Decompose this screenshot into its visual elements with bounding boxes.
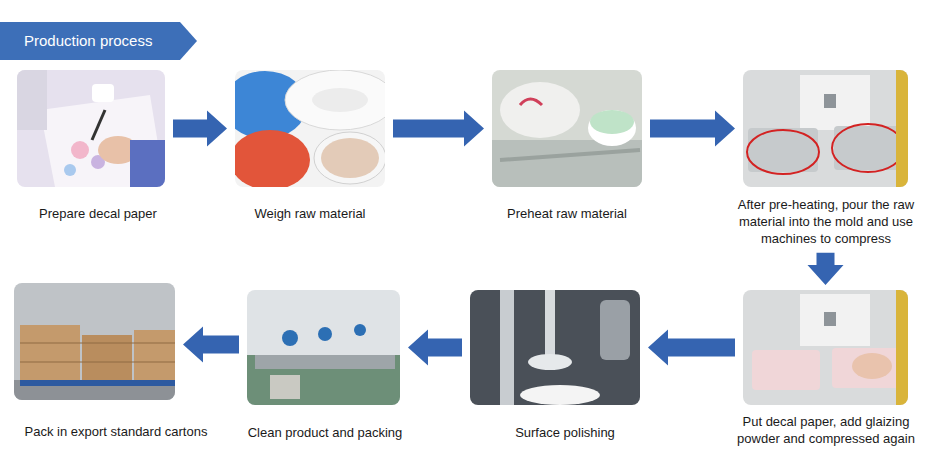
- plate: [285, 70, 385, 130]
- step-caption: Weigh raw material: [225, 206, 395, 223]
- switch: [824, 312, 836, 326]
- photo-ground: [17, 70, 47, 130]
- mold: [748, 128, 818, 172]
- photo-ground: [743, 290, 908, 405]
- flow-arrow: [173, 111, 227, 147]
- machine-panel: [800, 294, 870, 346]
- caption-block: Pack in export standard cartons: [6, 424, 226, 441]
- worker: [354, 324, 366, 336]
- caption-block: Preheat raw material: [482, 206, 652, 223]
- flow-arrow: [393, 111, 484, 147]
- white-powder: [312, 88, 368, 112]
- caption-block: Put decal paper, add glaizing powder and…: [726, 414, 926, 448]
- machine-base: [492, 140, 642, 187]
- process-step: Put decal paper, add glaizing powder and…: [743, 290, 908, 405]
- step-caption: Prepare decal paper: [8, 206, 188, 223]
- carton-stack: [82, 335, 132, 380]
- carton-line: [20, 343, 175, 344]
- carton-stack: [134, 330, 175, 380]
- photo-ground: [470, 290, 640, 405]
- box: [270, 375, 300, 399]
- decal-flower: [71, 141, 89, 159]
- process-step: Surface polishing: [470, 290, 640, 405]
- hand: [852, 353, 892, 379]
- machine-panel: [800, 75, 870, 130]
- mold: [834, 126, 904, 170]
- switch: [824, 94, 836, 108]
- machine-post: [896, 290, 908, 405]
- caption-block: Prepare decal paper: [8, 206, 188, 223]
- step-caption: Clean product and packing: [235, 425, 415, 442]
- flow-arrow: [408, 330, 462, 366]
- title-text: Production process: [24, 31, 152, 51]
- process-step: After pre-heating, pour the raw material…: [743, 70, 908, 187]
- mold-photo: [743, 70, 908, 187]
- polished-piece: [520, 385, 600, 405]
- carton-stack: [20, 325, 80, 380]
- step-caption: Surface polishing: [480, 425, 650, 442]
- mold-decal: [832, 348, 900, 388]
- floor: [14, 380, 175, 400]
- conveyor: [255, 355, 395, 369]
- beige-powder: [321, 138, 379, 178]
- carton-line: [20, 362, 175, 363]
- step-caption: Preheat raw material: [482, 206, 652, 223]
- warehouse-photo: [14, 283, 175, 400]
- step-caption: Pack in export standard cartons: [6, 424, 226, 441]
- process-step: Weigh raw material: [235, 70, 385, 187]
- caption-block: Weigh raw material: [225, 206, 395, 223]
- photo-ground: [247, 290, 400, 405]
- step-caption: After pre-heating, pour the raw material…: [728, 197, 924, 248]
- caption-block: Surface polishing: [480, 425, 650, 442]
- machine-rail: [500, 150, 640, 160]
- mold-decal: [752, 350, 820, 390]
- red-powder: [235, 130, 310, 187]
- process-step: Preheat raw material: [492, 70, 642, 187]
- step-caption: Put decal paper, add glaizing powder and…: [726, 414, 926, 448]
- tub-lid: [590, 110, 634, 134]
- bowl: [314, 132, 385, 184]
- flow-arrow: [808, 253, 844, 285]
- flow-arrow: [650, 111, 735, 147]
- machine-post: [896, 70, 908, 187]
- worker: [282, 330, 298, 346]
- worker: [318, 327, 332, 341]
- highlight-circle: [747, 130, 819, 174]
- highlight-circle: [832, 124, 904, 172]
- machine-column: [500, 290, 514, 405]
- preheat-photo: [492, 70, 642, 187]
- photo-ground: [743, 70, 908, 187]
- spindle: [545, 290, 555, 360]
- decal-press-photo: [743, 290, 908, 405]
- pen: [92, 110, 105, 140]
- polishing-photo: [470, 290, 640, 405]
- cleaning-photo: [247, 290, 400, 405]
- process-step: Prepare decal paper: [17, 70, 165, 187]
- photo-ground: [14, 283, 175, 400]
- plate: [500, 82, 580, 138]
- title-banner: [0, 22, 197, 60]
- pallet: [20, 380, 175, 386]
- mask: [92, 84, 114, 102]
- caption-block: Clean product and packing: [235, 425, 415, 442]
- flow-arrow: [183, 327, 239, 363]
- process-step: Pack in export standard cartons: [14, 283, 175, 400]
- caption-block: After pre-heating, pour the raw material…: [728, 197, 924, 248]
- machine-part: [600, 300, 630, 360]
- polishing-head: [528, 354, 572, 370]
- flow-arrow: [648, 330, 735, 366]
- decal-photo: [17, 70, 165, 187]
- raw-material-photo: [235, 70, 385, 187]
- process-step: Clean product and packing: [247, 290, 400, 405]
- decal-flower: [64, 164, 76, 176]
- sleeve: [130, 140, 165, 187]
- photo-ground: [492, 70, 642, 187]
- decal-mark: [520, 99, 542, 105]
- tub: [588, 110, 636, 146]
- floor: [247, 355, 400, 405]
